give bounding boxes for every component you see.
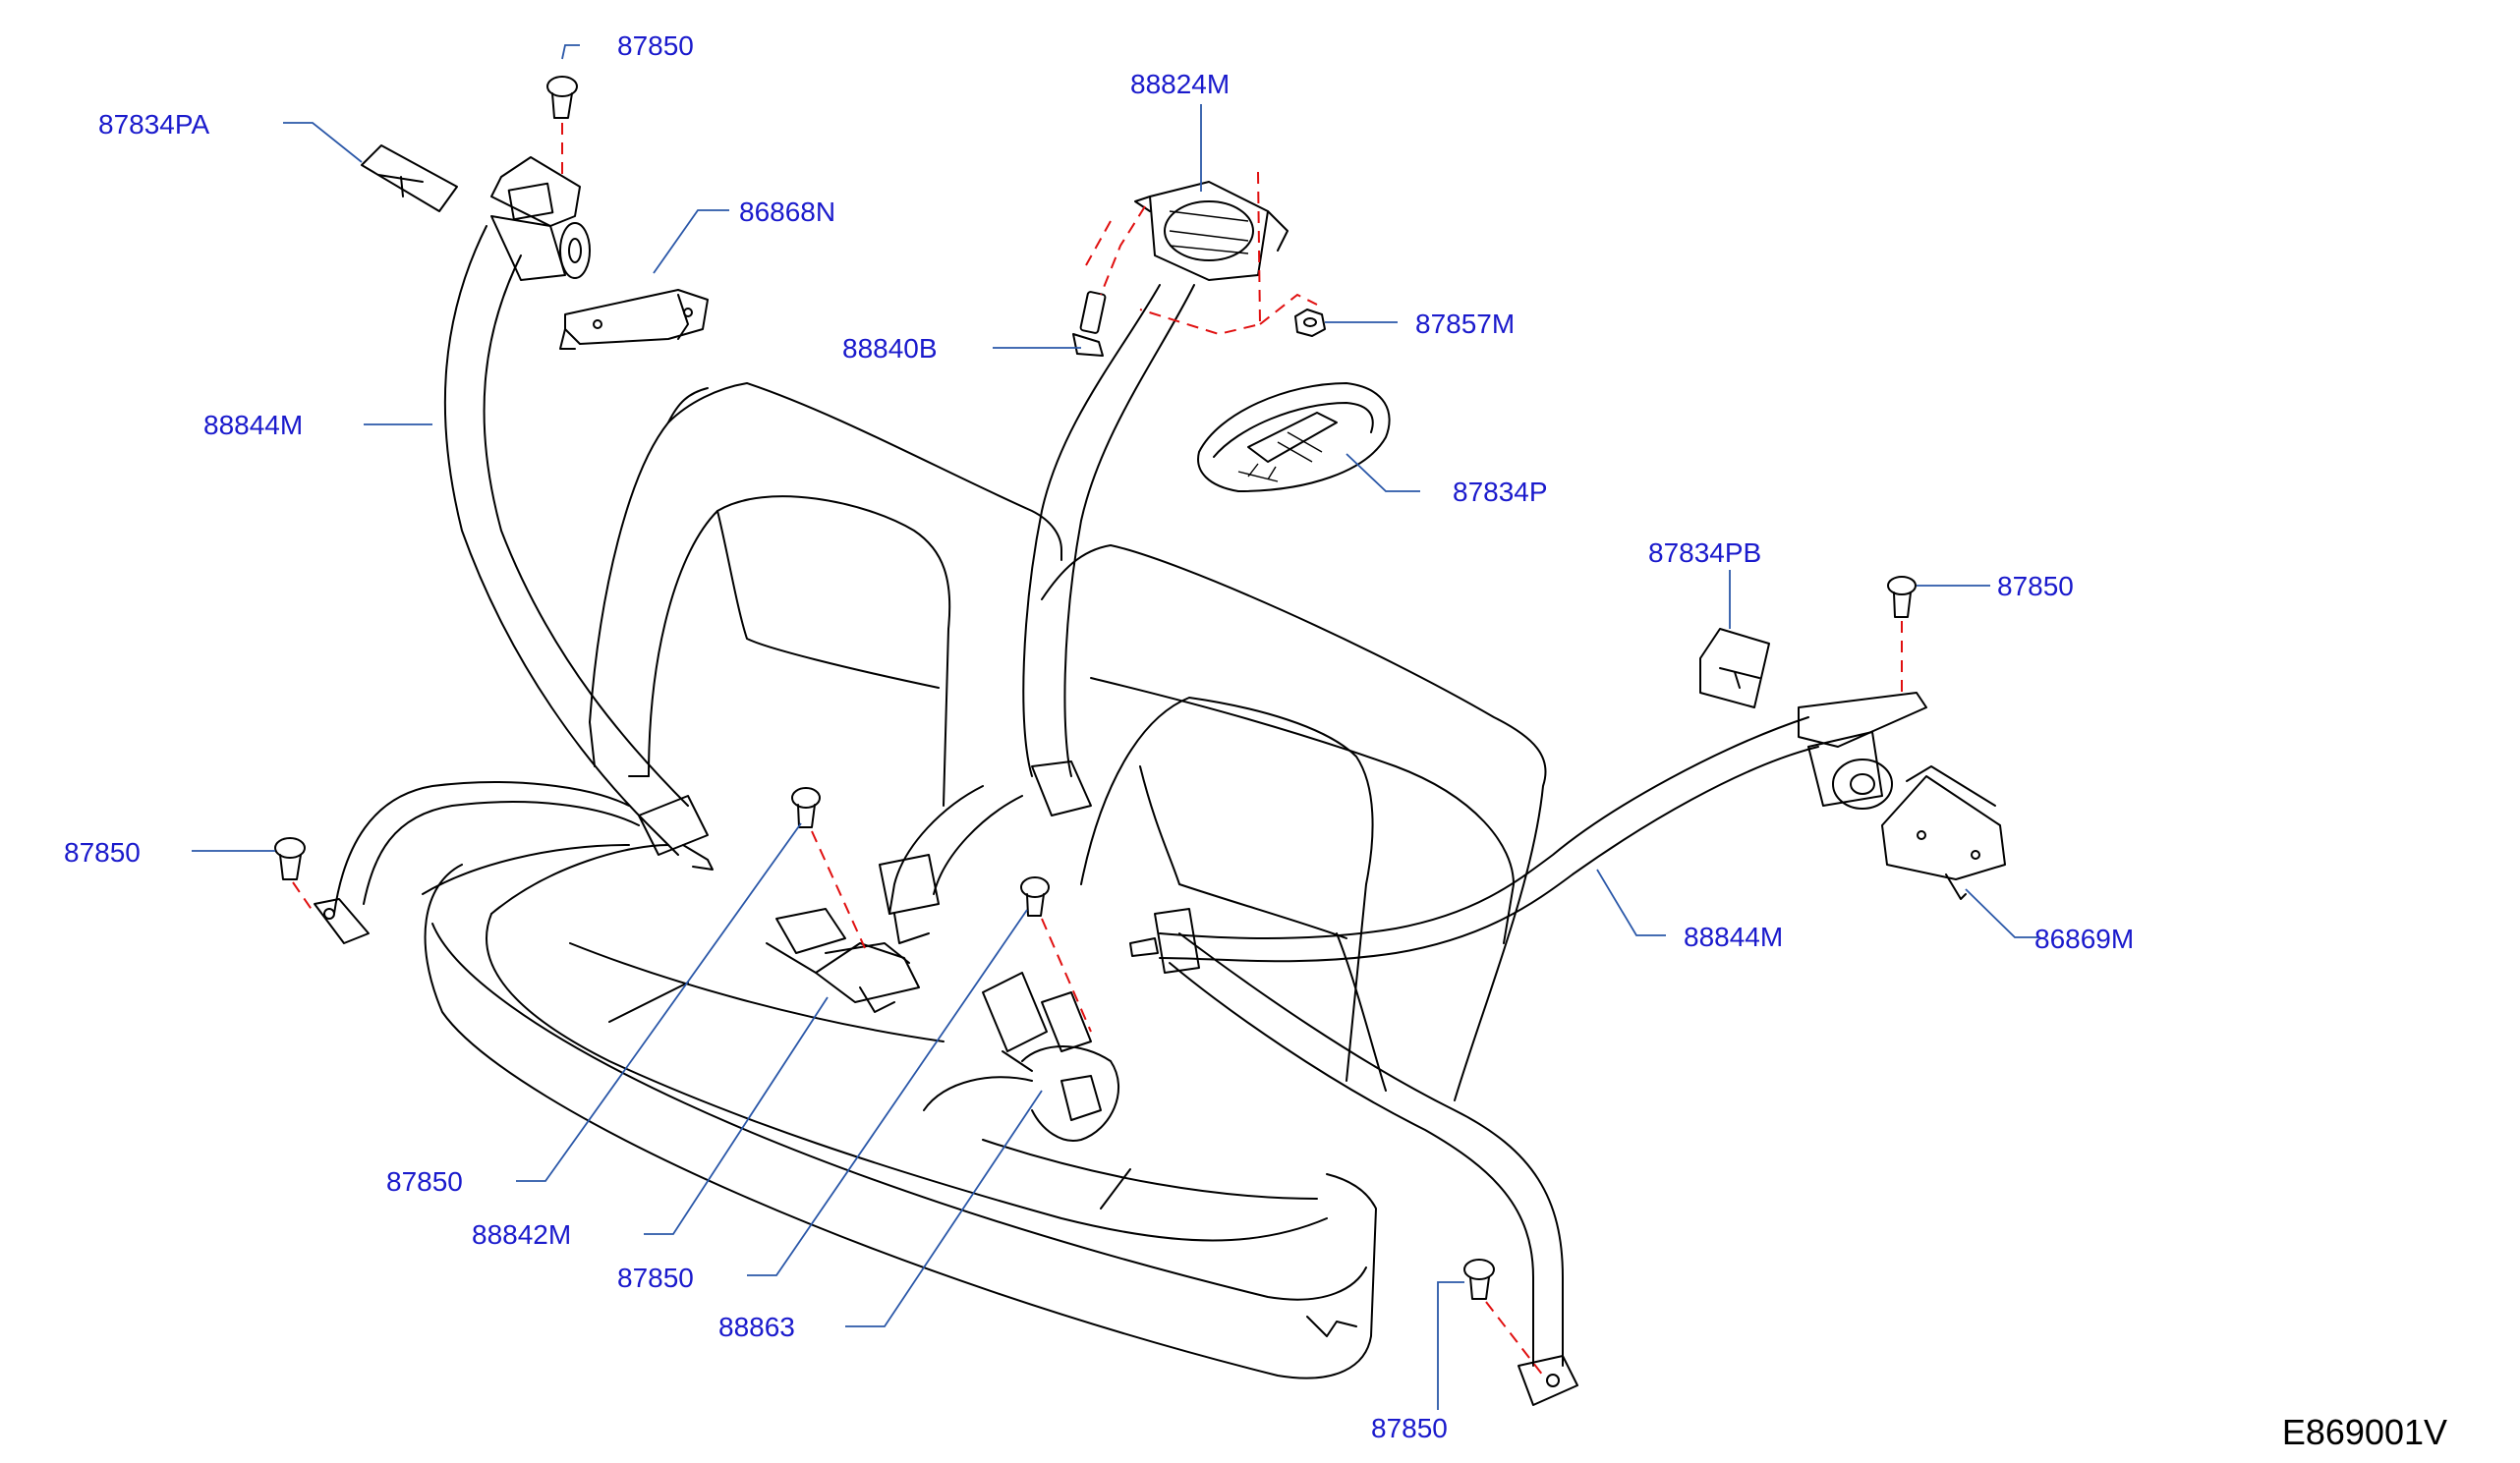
assembly-dash-lines <box>292 123 1903 1377</box>
label-88842M: 88842M <box>472 1219 571 1250</box>
nut-87857M <box>1294 309 1326 337</box>
left-retractor-88844M <box>314 156 714 944</box>
label-86868N: 86868N <box>739 197 835 227</box>
label-87857M: 87857M <box>1415 309 1515 339</box>
label-88844M-right: 88844M <box>1684 922 1783 952</box>
right-seatback <box>1041 544 1547 1101</box>
bolt-88840B <box>1072 291 1107 357</box>
label-88863: 88863 <box>718 1312 795 1342</box>
clip-87850-top-left <box>546 76 578 119</box>
label-87850-mid-left: 87850 <box>386 1166 463 1197</box>
label-87850-top-left: 87850 <box>617 30 694 61</box>
clip-87850-left <box>274 837 306 880</box>
label-87834PA: 87834PA <box>98 109 209 140</box>
clip-87850-bottom <box>1463 1259 1495 1300</box>
label-88840B: 88840B <box>842 333 938 364</box>
part-labels: 87850 87834PA 86868N 88844M 88824M 88840… <box>64 30 2134 1443</box>
label-86869M: 86869M <box>2034 924 2134 954</box>
label-87850-mid: 87850 <box>617 1263 694 1293</box>
label-88844M-left: 88844M <box>203 410 303 440</box>
clip-87850-mid-left <box>791 787 821 828</box>
buckle-88863 <box>982 972 1120 1142</box>
diagram-code: E869001V <box>2282 1412 2447 1452</box>
label-87850-bottom: 87850 <box>1371 1413 1448 1443</box>
bracket-86868N <box>559 289 709 350</box>
center-belt-trim-87834P <box>1197 382 1391 492</box>
seat-cushion <box>422 844 1377 1379</box>
trim-87834PA <box>361 144 458 212</box>
label-87834P: 87834P <box>1453 477 1548 507</box>
label-87850-left: 87850 <box>64 837 141 868</box>
left-seatback <box>589 382 1062 807</box>
right-retractor-88844M <box>1129 692 1927 1406</box>
clip-87850-top-right <box>1887 576 1917 618</box>
buckle-88842M <box>766 908 920 1013</box>
leader-lines <box>192 44 2039 1410</box>
bracket-86869M <box>1881 765 2006 900</box>
trim-87834PB <box>1699 628 1770 708</box>
label-87850-right: 87850 <box>1997 571 2074 601</box>
label-88824M: 88824M <box>1130 69 1230 99</box>
clip-87850-mid <box>1020 876 1050 917</box>
label-87834PB: 87834PB <box>1648 537 1761 568</box>
center-retractor-88824M <box>879 181 1289 944</box>
